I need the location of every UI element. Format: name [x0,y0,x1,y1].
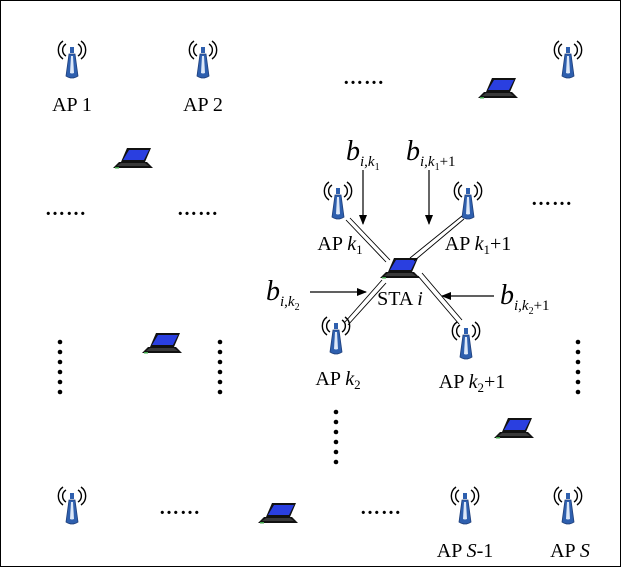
ellipsis-bottom-left: …… [159,497,201,519]
ap-s-label: AP S [550,540,590,562]
ap-s-1-label: AP S-1 [437,540,494,562]
vertical-ellipsis-right [575,339,581,395]
b-ik2p1-label: bi,k2+1 [500,280,550,317]
b-ik1-label: bi,k1 [346,136,380,173]
apk2p1-label: AP k2+1 [439,371,506,395]
ellipsis-bottom-right: …… [360,497,402,519]
apk1p1-label: AP k1+1 [445,233,512,257]
b-ik1p1-label: bi,k1+1 [406,136,456,173]
vertical-ellipsis-mid-left [217,339,223,395]
apk2-label: AP k2 [315,368,360,392]
ellipsis-mid-left: …… [177,198,219,220]
link-wedges [344,215,465,326]
sta-label: STA i [377,288,423,310]
ellipsis-top: …… [343,67,385,89]
ellipsis-left: …… [45,198,87,220]
vertical-ellipsis-center [333,409,339,465]
b-ik2-label: bi,k2 [266,276,300,313]
ap1-label: AP 1 [52,94,92,116]
apk1-label: AP k1 [317,233,362,257]
ap2-label: AP 2 [183,94,223,116]
ellipsis-right: …… [531,188,573,210]
vertical-ellipsis-left [57,339,63,395]
